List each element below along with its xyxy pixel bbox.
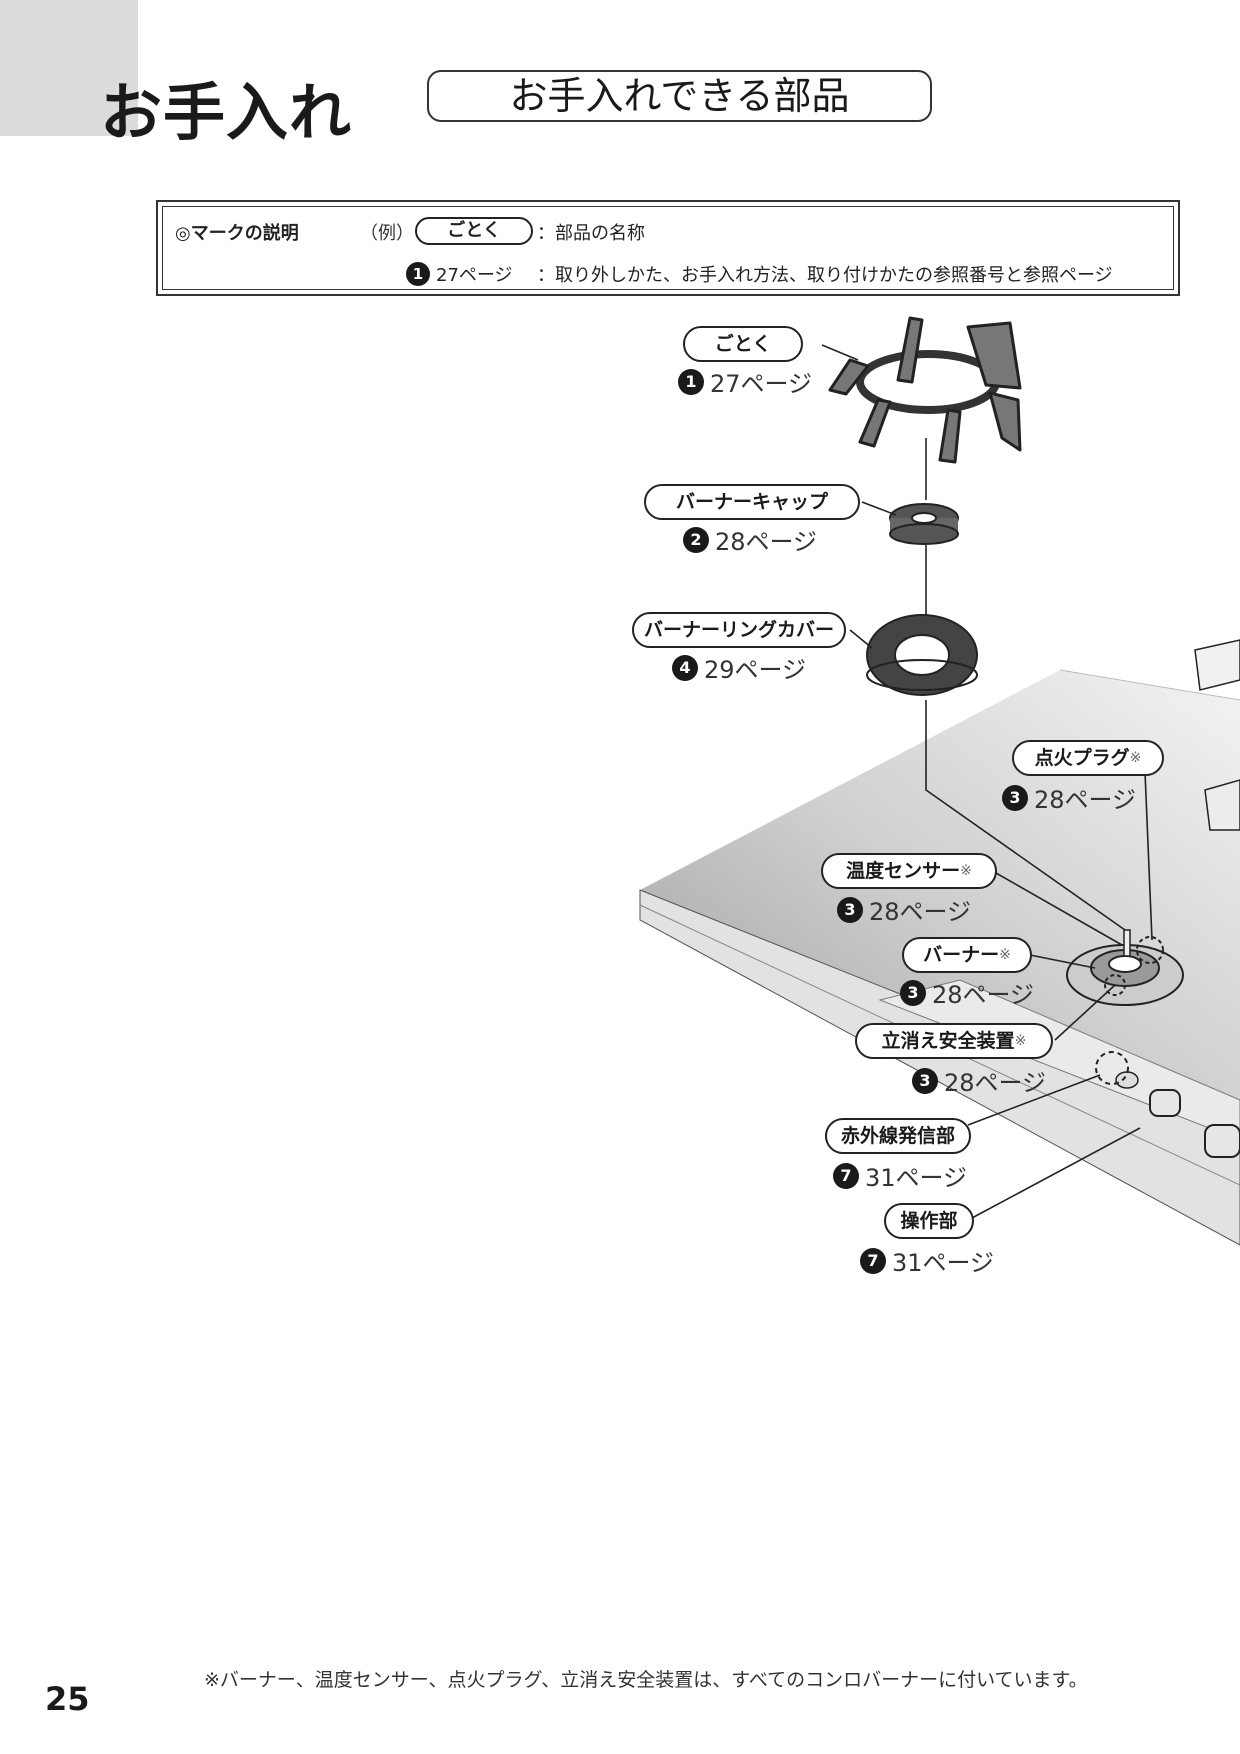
legend-heading: ◎マークの説明 [175, 223, 299, 244]
section-title: お手入れ [100, 76, 353, 149]
ref-page-text: 28ページ [944, 1069, 1047, 1097]
legend-reference: 1 27ページ [406, 261, 513, 287]
ref-page-text: 31ページ [865, 1164, 968, 1192]
legend-ref-number: 1 [406, 262, 430, 286]
legend-inner-frame: ◎マークの説明 （例） ごとく ：部品の名称 1 27ページ ：取り外しかた、お… [162, 206, 1174, 290]
control-knob-icons [1115, 1071, 1240, 1158]
leader-lines [821, 344, 1153, 1219]
part-ref-flame-failure-device: 3 28ページ [912, 1063, 1046, 1098]
part-label-control-panel: 操作部 [884, 1203, 974, 1239]
part-ref-trivet: 1 27ページ [678, 364, 812, 399]
page-number: 25 [45, 1680, 90, 1718]
ref-number-badge: 1 [678, 368, 704, 395]
ref-page-text: 28ページ [715, 528, 818, 556]
ref-page-text: 28ページ [1034, 786, 1137, 814]
part-ref-temperature-sensor: 3 28ページ [837, 892, 971, 927]
part-label-infrared-emitter: 赤外線発信部 [825, 1118, 971, 1154]
ref-number-badge: 3 [912, 1067, 938, 1094]
part-label-burner-cap: バーナーキャップ [644, 484, 860, 520]
section-tab [0, 0, 138, 136]
legend-name-description: ：部品の名称 [537, 223, 645, 244]
part-label-temperature-sensor: 温度センサー※ [821, 853, 997, 889]
right-edge-fragments [1194, 639, 1240, 831]
part-label-flame-failure-device: 立消え安全装置※ [855, 1023, 1053, 1059]
ref-number-badge: 3 [837, 896, 863, 923]
burner-icon [1066, 929, 1184, 1006]
part-label-burner: バーナー※ [902, 937, 1032, 973]
ref-number-badge: 7 [833, 1162, 859, 1189]
page-subtitle: お手入れできる部品 [427, 70, 932, 122]
mark-legend: ◎マークの説明 （例） ごとく ：部品の名称 1 27ページ ：取り外しかた、お… [156, 200, 1180, 296]
ref-page-text: 29ページ [704, 656, 807, 684]
ref-number-badge: 4 [672, 654, 698, 681]
part-ref-burner: 3 28ページ [900, 975, 1034, 1010]
burner-ring-cover-icon [866, 614, 978, 696]
ref-number-badge: 3 [900, 979, 926, 1006]
trivet-icon [828, 316, 1022, 464]
part-ref-burner-cap: 2 28ページ [683, 522, 817, 557]
part-label-burner-ring-cover: バーナーリングカバー [632, 612, 846, 648]
ref-number-badge: 3 [1002, 784, 1028, 811]
legend-example-prefix: （例） [360, 223, 414, 244]
footnote: ※バーナー、温度センサー、点火プラグ、立消え安全装置は、すべてのコンロバーナーに… [204, 1669, 1088, 1691]
legend-reference-description: ：取り外しかた、お手入れ方法、取り付けかたの参照番号と参照ページ [537, 265, 1113, 286]
legend-ref-page: 27ページ [436, 265, 513, 286]
ref-number-badge: 2 [683, 526, 709, 553]
ref-page-text: 31ページ [892, 1249, 995, 1277]
part-ref-infrared-emitter: 7 31ページ [833, 1158, 967, 1193]
infrared-emitter-marker [1095, 1051, 1129, 1085]
burner-cap-icon [889, 503, 959, 545]
part-label-trivet: ごとく [683, 326, 803, 362]
ref-number-badge: 7 [860, 1247, 886, 1274]
ref-page-text: 27ページ [710, 370, 813, 398]
part-label-ignition-plug: 点火プラグ※ [1012, 740, 1164, 776]
part-ref-burner-ring-cover: 4 29ページ [672, 650, 806, 685]
ref-page-text: 28ページ [869, 898, 972, 926]
ref-page-text: 28ページ [932, 981, 1035, 1009]
legend-example-pill: ごとく [415, 217, 533, 245]
part-ref-ignition-plug: 3 28ページ [1002, 780, 1136, 815]
part-ref-control-panel: 7 31ページ [860, 1243, 994, 1278]
